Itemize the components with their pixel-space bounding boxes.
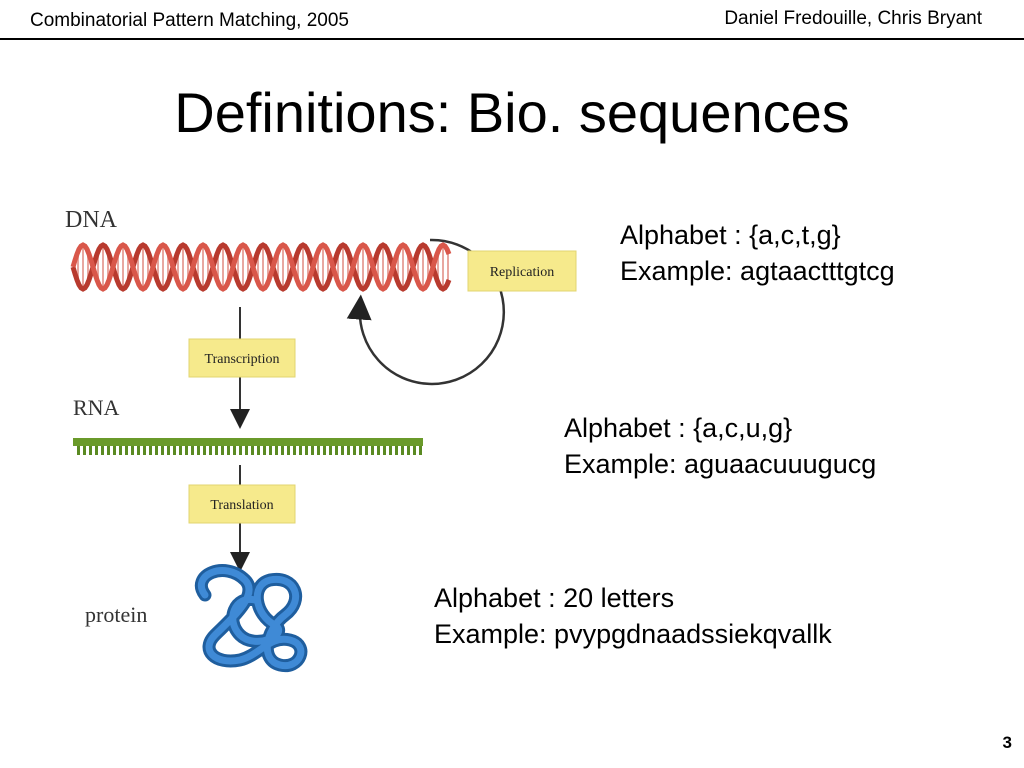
slide-title: Definitions: Bio. sequences: [174, 81, 850, 144]
rna-strand: [73, 438, 423, 455]
header-rule: [0, 38, 1024, 40]
replication-label: Replication: [490, 265, 555, 280]
dna-info: Alphabet : {a,c,t,g} Example: agtaactttg…: [620, 217, 895, 289]
header-conference: Combinatorial Pattern Matching, 2005: [30, 10, 349, 31]
protein-info: Alphabet : 20 letters Example: pvypgdnaa…: [434, 580, 832, 652]
protein-ribbon: [195, 564, 308, 673]
replication-badge: Replication: [467, 250, 577, 292]
rna-alphabet: Alphabet : {a,c,u,g}: [564, 413, 793, 443]
page-number: 3: [1002, 733, 1012, 752]
central-dogma-figure: DNA Replication Transcription RNA Transl…: [65, 207, 577, 673]
rna-info: Alphabet : {a,c,u,g} Example: aguaacuuug…: [564, 410, 876, 482]
translation-badge: Translation: [188, 484, 296, 524]
rna-example: Example: aguaacuuugucg: [564, 449, 877, 479]
translation-label: Translation: [210, 498, 273, 513]
protein-example: Example: pvypgdnaadssiekqvallk: [434, 619, 832, 649]
header-authors: Daniel Fredouille, Chris Bryant: [724, 8, 982, 29]
protein-label: protein: [85, 602, 147, 627]
transcription-badge: Transcription: [188, 338, 296, 378]
dna-alphabet: Alphabet : {a,c,t,g}: [620, 220, 841, 250]
rna-label: RNA: [73, 395, 120, 420]
dna-helix: [70, 242, 452, 292]
dna-label: DNA: [65, 207, 118, 233]
protein-alphabet: Alphabet : 20 letters: [434, 583, 675, 613]
transcription-label: Transcription: [205, 352, 280, 367]
dna-example: Example: agtaactttgtcg: [620, 256, 895, 286]
